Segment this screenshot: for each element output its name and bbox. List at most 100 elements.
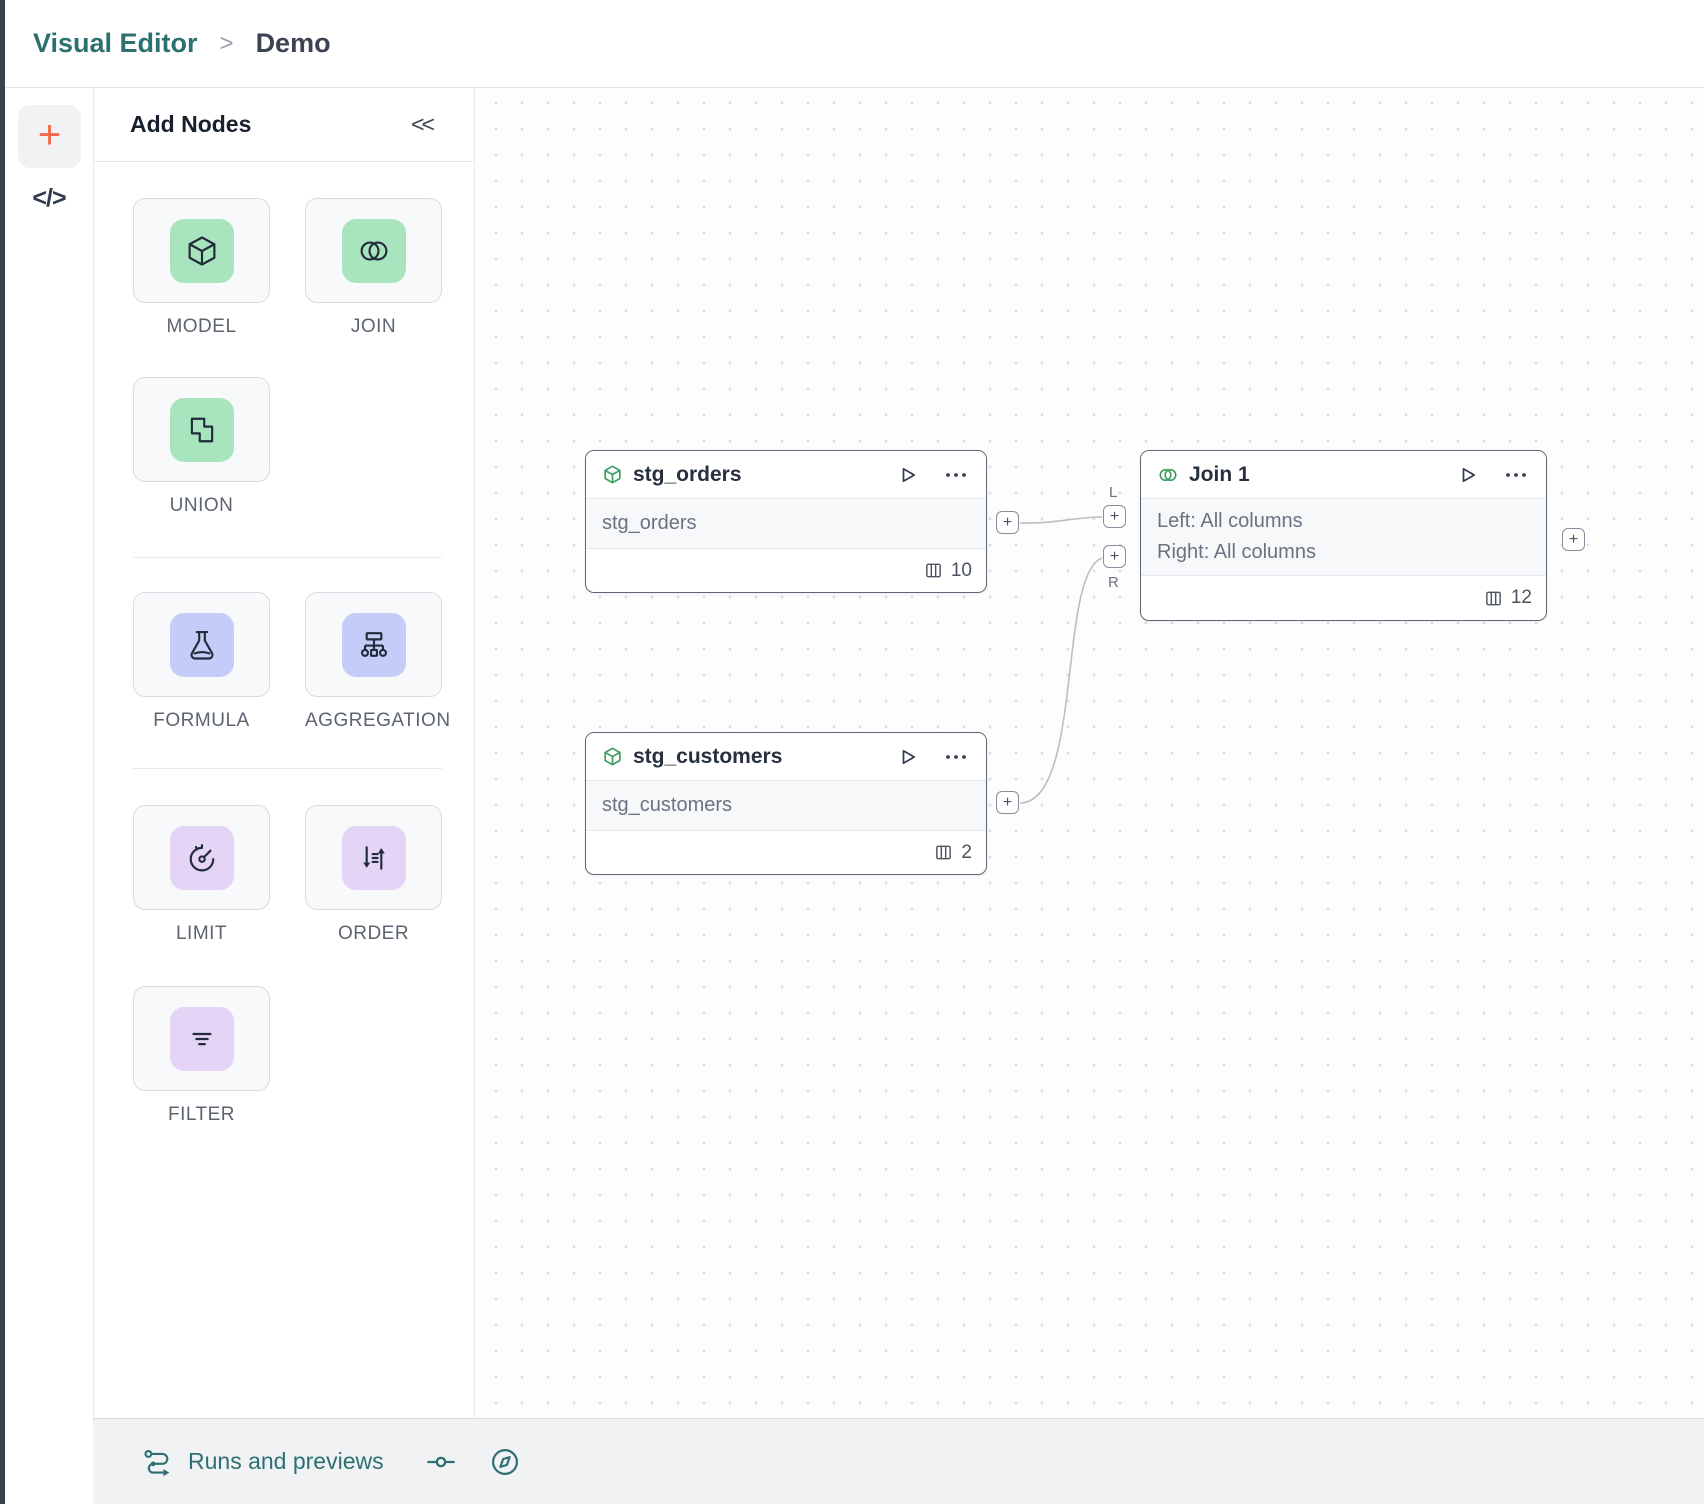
join-right-config: Right: All columns [1157, 541, 1316, 563]
node-join-1-footer: 12 [1141, 576, 1546, 620]
node-join-1-header: Join 1 [1141, 451, 1546, 498]
node-stg-customers[interactable]: stg_customers stg_customers 2 [585, 732, 987, 875]
handle-join-left-input[interactable]: + [1103, 505, 1126, 528]
node-source-name: stg_customers [602, 794, 733, 816]
runs-and-previews-button[interactable]: Runs and previews [141, 1447, 384, 1477]
node-menu-button[interactable] [944, 471, 968, 479]
left-toolbar-rail: + </> [5, 88, 93, 1504]
edges-layer [1019, 516, 1103, 804]
run-node-button[interactable] [1458, 465, 1478, 485]
collapse-panel-icon[interactable]: << [411, 111, 435, 137]
pipeline-canvas[interactable]: stg_orders stg_orders 10 [475, 88, 1704, 1418]
column-count: 2 [961, 841, 972, 863]
run-node-button[interactable] [898, 747, 918, 767]
columns-icon [1485, 591, 1501, 605]
columns-icon [936, 845, 952, 860]
gauge-icon [189, 843, 214, 871]
plus-icon: + [1568, 530, 1579, 548]
flask-icon [190, 630, 213, 660]
node-stg-customers-footer: 2 [586, 831, 986, 874]
hierarchy-icon [360, 631, 387, 657]
code-icon: </> [32, 184, 66, 212]
palette-item-limit[interactable]: LIMIT [133, 805, 270, 945]
edge-orders-to-join-left [1019, 516, 1103, 524]
node-stg-customers-header: stg_customers [586, 733, 986, 780]
plus-icon: + [1109, 507, 1120, 525]
play-icon [902, 467, 916, 482]
commit-icon [426, 1456, 455, 1467]
palette-divider [133, 557, 442, 558]
plus-icon: + [37, 113, 62, 157]
plus-icon: + [1002, 793, 1013, 811]
breadcrumb-visual-editor[interactable]: Visual Editor [33, 28, 198, 58]
palette-label-aggregation: AGGREGATION [305, 710, 451, 731]
model-cube-icon [604, 465, 621, 484]
breadcrumb-separator: > [219, 29, 234, 57]
filter-lines-icon [191, 1032, 212, 1045]
bottom-status-bar: Runs and previews [93, 1418, 1704, 1504]
breadcrumb-current-demo: Demo [255, 28, 331, 58]
node-menu-button[interactable] [944, 753, 968, 761]
cube-icon [188, 235, 215, 266]
palette-item-filter[interactable]: FILTER [133, 986, 270, 1126]
palette-item-union[interactable]: UNION [133, 377, 270, 517]
palette-item-join[interactable]: JOIN [305, 198, 442, 338]
ellipsis-icon [946, 754, 966, 759]
node-menu-button[interactable] [1504, 471, 1528, 479]
handle-join-right-input[interactable]: + [1103, 545, 1126, 568]
join-circles-icon [1159, 468, 1177, 481]
join-left-port-label: L [1109, 484, 1118, 501]
ellipsis-icon [946, 472, 966, 477]
play-icon [1462, 467, 1476, 482]
handle-join-output[interactable]: + [1562, 528, 1585, 551]
code-view-button[interactable]: </> [5, 184, 93, 213]
model-cube-icon [604, 747, 621, 766]
union-shapes-icon [190, 417, 213, 442]
node-join-1[interactable]: Join 1 Left: All columns Right: All colu… [1140, 450, 1547, 621]
play-icon [902, 749, 916, 764]
column-count: 10 [950, 559, 972, 581]
palette-item-order[interactable]: ORDER [305, 805, 442, 945]
join-right-port-label: R [1108, 574, 1119, 591]
palette-label-filter: FILTER [167, 1104, 236, 1125]
explore-button[interactable] [490, 1447, 520, 1477]
ellipsis-icon [1506, 472, 1526, 477]
plus-icon: + [1002, 513, 1013, 531]
runs-icon [144, 1449, 170, 1476]
node-join-1-body: Left: All columns Right: All columns [1141, 498, 1546, 576]
run-node-button[interactable] [898, 465, 918, 485]
palette-label-model: MODEL [166, 316, 237, 337]
top-header: Visual Editor > Demo [5, 0, 1704, 88]
add-nodes-header: Add Nodes << [94, 88, 474, 162]
node-source-name: stg_orders [602, 512, 697, 534]
compass-icon [491, 1448, 518, 1475]
handle-stg-orders-output[interactable]: + [996, 511, 1019, 534]
columns-icon [925, 563, 941, 578]
runs-and-previews-label: Runs and previews [188, 1448, 384, 1474]
palette-item-formula[interactable]: FORMULA [133, 592, 270, 732]
palette-label-limit: LIMIT [175, 923, 228, 944]
palette-item-aggregation[interactable]: AGGREGATION [305, 592, 451, 732]
palette-label-join: JOIN [350, 316, 397, 337]
node-stg-orders-footer: 10 [586, 549, 986, 592]
palette-item-model[interactable]: MODEL [133, 198, 270, 338]
sort-arrows-icon [362, 845, 385, 870]
node-title: stg_orders [633, 462, 742, 486]
node-stg-customers-body: stg_customers [586, 780, 986, 831]
node-stg-orders-header: stg_orders [586, 451, 986, 498]
node-stg-orders-body: stg_orders [586, 498, 986, 549]
column-count: 12 [1510, 587, 1532, 608]
palette-label-union: UNION [169, 495, 234, 516]
commit-button[interactable] [426, 1450, 456, 1474]
handle-stg-customers-output[interactable]: + [996, 791, 1019, 814]
palette-label-order: ORDER [337, 923, 410, 944]
node-title: stg_customers [633, 744, 783, 768]
node-stg-orders[interactable]: stg_orders stg_orders 10 [585, 450, 987, 593]
add-node-button[interactable]: + [18, 105, 81, 168]
edge-customers-to-join-right [1019, 557, 1103, 804]
window-edge [0, 0, 5, 1504]
palette-divider [133, 768, 442, 769]
palette-label-formula: FORMULA [153, 710, 250, 731]
add-nodes-title: Add Nodes [130, 111, 252, 137]
